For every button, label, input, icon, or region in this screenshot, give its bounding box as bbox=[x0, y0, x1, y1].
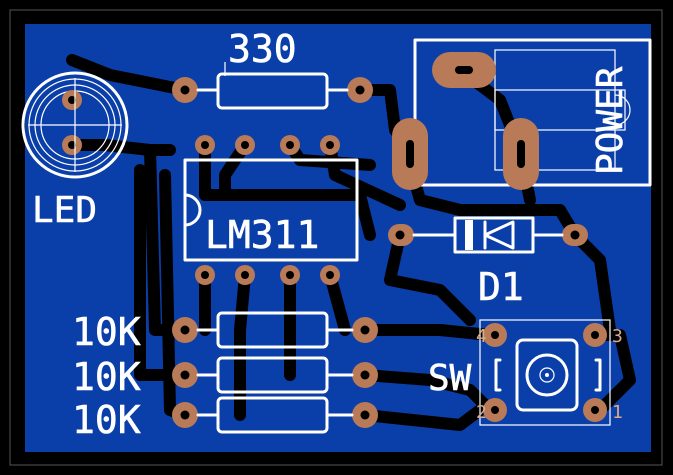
resistor-10k-1-footprint bbox=[172, 311, 378, 349]
switch-footprint bbox=[479, 319, 611, 426]
switch-label: SW bbox=[428, 358, 472, 399]
led-label: LED bbox=[32, 190, 97, 231]
ic-footprint bbox=[183, 135, 359, 285]
resistor-10k-2-footprint bbox=[172, 356, 378, 394]
diode-label: D1 bbox=[478, 265, 524, 309]
ic-pads-top bbox=[195, 135, 340, 155]
resistor-10k-3-footprint bbox=[172, 396, 378, 434]
ic-label: LM311 bbox=[205, 213, 319, 257]
board-frame bbox=[9, 9, 663, 466]
resistor-10k-2-label: 10K bbox=[72, 355, 141, 399]
copper-pour bbox=[25, 24, 651, 452]
switch-pin2-label: 2 bbox=[476, 402, 487, 423]
resistor-330-label: 330 bbox=[228, 27, 297, 71]
switch-pin1-label: 1 bbox=[612, 402, 623, 423]
resistor-10k-3-label: 10K bbox=[72, 398, 141, 442]
resistor-10k-1-label: 10K bbox=[72, 310, 141, 354]
switch-pin4-label: 4 bbox=[476, 326, 487, 347]
switch-pin3-label: 3 bbox=[612, 326, 623, 347]
ic-pads-bottom bbox=[195, 265, 340, 285]
led-footprint bbox=[21, 71, 129, 179]
power-label: POWER bbox=[590, 66, 631, 175]
diode-d1-footprint bbox=[388, 216, 588, 254]
resistor-330-footprint bbox=[172, 62, 373, 110]
power-connector-footprint bbox=[392, 38, 652, 190]
